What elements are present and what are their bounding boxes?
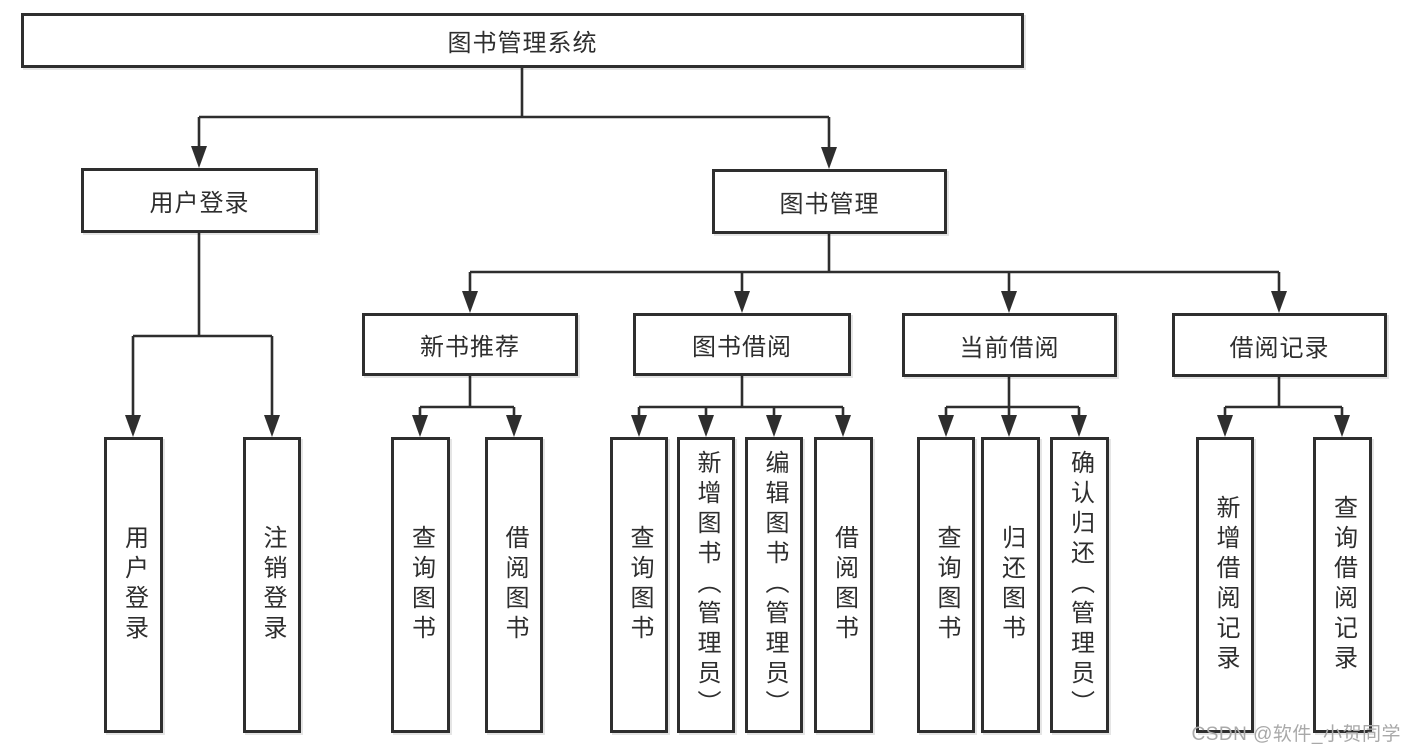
node-book-borrowing-label: 图书借阅	[692, 334, 792, 361]
leaf-records-query-borrow-record-label: 查询借阅记录	[1329, 495, 1357, 675]
node-book-borrowing: 图书借阅	[633, 313, 851, 376]
connector-book-management-arrowheads	[462, 291, 1287, 313]
leaf-borrowing-borrow-books-label: 借阅图书	[830, 525, 858, 645]
leaf-recommend-borrow-books: 借阅图书	[485, 437, 543, 733]
connector-current-borrowing-arrowheads	[938, 415, 1087, 437]
leaf-current-query-books: 查询图书	[917, 437, 975, 733]
connector-new-book-recommendation	[418, 376, 516, 416]
node-book-management: 图书管理	[712, 169, 947, 234]
leaf-current-query-books-label: 查询图书	[933, 525, 960, 645]
node-library-management-system: 图书管理系统	[21, 13, 1024, 68]
node-new-book-recommendation-label: 新书推荐	[420, 334, 520, 361]
node-new-book-recommendation: 新书推荐	[362, 313, 578, 376]
connector-new-book-recommendation-arrowheads	[412, 415, 522, 437]
connector-book-borrowing	[637, 376, 845, 416]
leaf-current-confirm-return-admin-label: 确认归还（管理员）	[1066, 450, 1094, 720]
connector-root-arrowheads	[191, 146, 837, 169]
leaf-records-add-borrow-record: 新增借阅记录	[1196, 437, 1254, 733]
leaf-current-return-books-label: 归还图书	[997, 525, 1025, 645]
leaf-borrowing-borrow-books: 借阅图书	[814, 437, 873, 733]
connector-user-login	[131, 233, 274, 416]
leaf-borrowing-edit-book-admin: 编辑图书（管理员）	[745, 437, 803, 733]
leaf-current-return-books: 归还图书	[981, 437, 1040, 733]
leaf-borrowing-add-book-admin-label: 新增图书（管理员）	[693, 450, 720, 720]
connector-book-management	[468, 234, 1281, 292]
connector-root	[197, 68, 831, 149]
connector-current-borrowing	[944, 377, 1081, 416]
leaf-recommend-query-books: 查询图书	[391, 437, 450, 733]
node-book-management-label: 图书管理	[779, 191, 880, 218]
leaf-records-query-borrow-record: 查询借阅记录	[1313, 437, 1372, 733]
node-borrowing-records-label: 借阅记录	[1229, 334, 1330, 362]
leaf-borrowing-query-books-label: 查询图书	[626, 525, 653, 645]
node-current-borrowing: 当前借阅	[902, 313, 1117, 377]
node-current-borrowing-label: 当前借阅	[959, 334, 1060, 362]
node-user-login-label: 用户登录	[149, 190, 250, 217]
leaf-user-login: 用户登录	[104, 437, 163, 733]
leaf-current-confirm-return-admin: 确认归还（管理员）	[1050, 437, 1109, 733]
connector-book-borrowing-arrowheads	[631, 415, 851, 437]
leaf-borrowing-query-books: 查询图书	[610, 437, 668, 733]
node-borrowing-records: 借阅记录	[1172, 313, 1387, 377]
leaf-borrowing-add-book-admin: 新增图书（管理员）	[677, 437, 735, 733]
node-library-management-system-label: 图书管理系统	[447, 30, 598, 57]
leaf-recommend-query-books-label: 查询图书	[407, 525, 435, 645]
watermark: CSDN @软件_小贺同学	[1191, 724, 1401, 745]
connector-borrowing-records-arrowheads	[1217, 415, 1350, 437]
leaf-records-add-borrow-record-label: 新增借阅记录	[1212, 495, 1239, 675]
leaf-borrowing-edit-book-admin-label: 编辑图书（管理员）	[761, 450, 788, 720]
leaf-logout-login: 注销登录	[243, 437, 301, 733]
leaf-user-login-label: 用户登录	[120, 525, 148, 645]
connector-user-login-arrowheads	[125, 415, 280, 437]
leaf-recommend-borrow-books-label: 借阅图书	[501, 525, 528, 645]
node-user-login: 用户登录	[81, 168, 318, 233]
connector-borrowing-records	[1223, 377, 1344, 416]
leaf-logout-login-label: 注销登录	[259, 525, 286, 645]
